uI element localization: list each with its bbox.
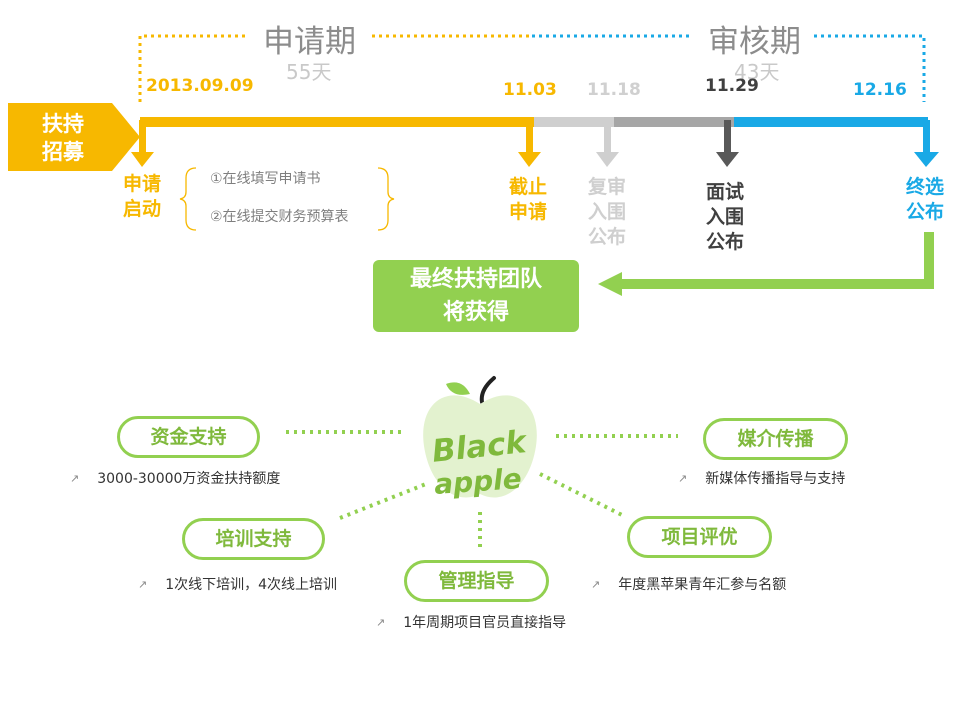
- recruit-label-line2: 招募: [42, 140, 84, 164]
- apply-steps-list: ①在线填写申请书 ②在线提交财务预算表: [210, 160, 349, 236]
- apply-step: ②在线提交财务预算表: [210, 209, 349, 225]
- review-phase-days: 43天: [734, 60, 780, 84]
- left-pentagon-arrow: [8, 103, 140, 171]
- arrow-up-right-icon: ↗: [591, 578, 601, 591]
- apply-step: ①在线填写申请书: [210, 171, 321, 187]
- apply-phase-title: 申请期: [263, 24, 356, 60]
- training-desc-text: 1次线下培训，4次线上培训: [165, 577, 338, 593]
- milestone-start: 申请 启动: [123, 172, 161, 222]
- bar-segment-blue: [734, 117, 928, 127]
- final-team-box: 最终扶持团队 将获得: [373, 260, 579, 332]
- arrow-down-icon: [131, 120, 154, 167]
- milestone-final-line: 公布: [906, 201, 945, 223]
- connector-training: [339, 482, 427, 520]
- milestone-start-line: 启动: [123, 198, 162, 220]
- milestone-second-review-line: 公布: [588, 226, 627, 248]
- management-guidance-pill: 管理指导: [404, 560, 549, 602]
- arrow-up-right-icon: ↗: [678, 472, 688, 485]
- bar-segment-yellow: [140, 117, 534, 127]
- arrow-down-icon: [596, 120, 619, 167]
- milestone-deadline: 截止 申请: [509, 175, 547, 225]
- recruit-label-line1: 扶持: [42, 112, 84, 136]
- svg-text:apple: apple: [433, 462, 523, 501]
- return-arrow-path: [620, 232, 934, 289]
- connector-project: [539, 472, 625, 518]
- training-support-pill: 培训支持: [182, 518, 325, 560]
- milestone-interview-line: 入围: [706, 206, 745, 228]
- milestone-second-review: 复审 入围 公布: [588, 175, 626, 250]
- date-deadline: 11.03: [503, 80, 557, 100]
- project-desc: ↗ 年度黑苹果青年汇参与名额: [591, 574, 786, 594]
- final-team-line1: 最终扶持团队: [409, 267, 542, 292]
- arrow-down-icon: [716, 120, 739, 167]
- arrow-down-icon: [914, 120, 939, 167]
- date-final: 12.16: [853, 80, 907, 100]
- arrow-up-right-icon: ↗: [138, 578, 148, 591]
- milestone-final-line: 终选: [906, 176, 945, 198]
- milestone-start-line: 申请: [123, 173, 162, 195]
- media-spread-pill: 媒介传播: [703, 418, 848, 460]
- milestone-interview-line: 公布: [706, 231, 745, 253]
- recruit-label: 扶持 招募: [42, 110, 84, 166]
- arrow-up-right-icon: ↗: [70, 472, 80, 485]
- media-desc-text: 新媒体传播指导与支持: [705, 471, 846, 487]
- project-desc-text: 年度黑苹果青年汇参与名额: [618, 577, 787, 593]
- milestone-deadline-line: 截止: [509, 176, 548, 198]
- bar-segment-light: [534, 117, 614, 127]
- media-desc: ↗ 新媒体传播指导与支持: [678, 468, 845, 488]
- management-desc-text: 1年周期项目官员直接指导: [403, 615, 567, 631]
- arrow-left-icon: [598, 272, 622, 296]
- apply-phase-bracket: [138, 34, 248, 102]
- date-interview: 11.29: [705, 76, 759, 96]
- right-brace: [377, 167, 395, 231]
- apply-phase-days: 55天: [286, 60, 332, 84]
- date-start: 2013.09.09: [146, 76, 254, 96]
- management-desc: ↗ 1年周期项目官员直接指导: [376, 612, 566, 632]
- milestone-second-review-line: 入围: [588, 201, 627, 223]
- funding-support-pill: 资金支持: [117, 416, 260, 458]
- arrow-down-icon: [518, 120, 541, 167]
- milestone-interview: 面试 入围 公布: [706, 180, 744, 255]
- review-phase-bracket-right: [814, 34, 926, 102]
- apple-icon: Black apple: [423, 376, 537, 501]
- milestone-deadline-line: 申请: [509, 201, 548, 223]
- milestone-interview-line: 面试: [706, 181, 745, 203]
- funding-desc-text: 3000-30000万资金扶持额度: [97, 471, 281, 487]
- milestone-final: 终选 公布: [906, 175, 944, 225]
- bar-segment-mid: [614, 117, 734, 127]
- milestone-second-review-line: 复审: [588, 176, 627, 198]
- review-phase-title: 审核期: [708, 24, 801, 60]
- training-desc: ↗ 1次线下培训，4次线上培训: [138, 574, 337, 594]
- final-team-line2: 将获得: [442, 300, 509, 325]
- arrow-up-right-icon: ↗: [376, 616, 386, 629]
- left-brace: [179, 167, 197, 231]
- date-second-review: 11.18: [587, 80, 641, 100]
- funding-desc: ↗ 3000-30000万资金扶持额度: [70, 468, 280, 488]
- project-award-pill: 项目评优: [627, 516, 772, 558]
